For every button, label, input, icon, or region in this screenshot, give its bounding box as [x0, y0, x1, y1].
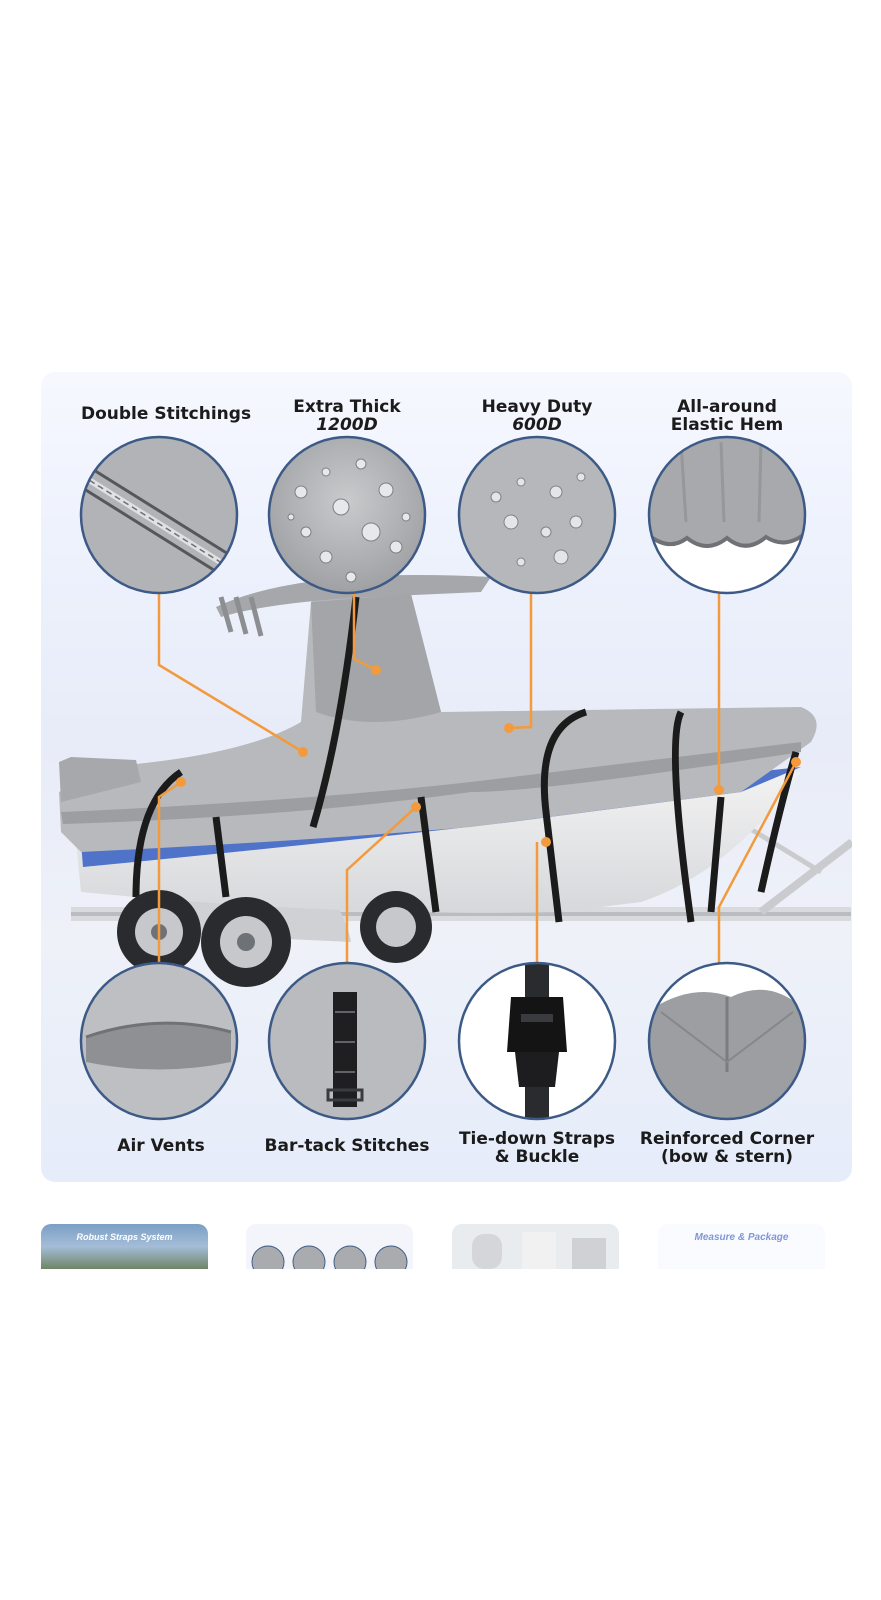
detail-air-vents	[79, 961, 239, 1121]
detail-600d-fabric	[457, 435, 617, 595]
thumbnail-1[interactable]: Robust Straps System	[41, 1224, 208, 1269]
label-double-stitchings: Double Stitchings	[81, 404, 252, 424]
label-bar-tack: Bar-tack Stitches	[264, 1136, 430, 1156]
boat-cover	[59, 575, 817, 852]
label-elastic-hem: All-around Elastic Hem	[670, 397, 784, 435]
label-tie-down-straps: Tie-down Straps & Buckle	[458, 1129, 616, 1167]
thumbnail-2-preview	[251, 1245, 408, 1269]
label-air-vents: Air Vents	[117, 1136, 205, 1156]
thumbnail-4[interactable]: Measure & Package	[658, 1224, 825, 1269]
detail-bar-tack	[267, 961, 427, 1121]
label-extra-thick: Extra Thick 1200D	[293, 397, 401, 435]
label-reinforced-corner: Reinforced Corner (bow & stern)	[639, 1129, 815, 1167]
thumbnail-3-preview	[472, 1232, 606, 1269]
detail-elastic-hem	[647, 435, 807, 595]
boat-cover-illustration	[59, 435, 852, 1121]
thumbnail-strip: Robust Straps System Measure & Package	[41, 1224, 852, 1269]
detail-buckle	[457, 961, 617, 1121]
thumbnail-3[interactable]	[452, 1224, 619, 1269]
product-image-card[interactable]: Double Stitchings Extra Thick 1200D Heav…	[41, 372, 852, 1182]
label-heavy-duty: Heavy Duty 600D	[481, 397, 593, 435]
detail-reinforced-corner	[647, 961, 807, 1121]
detail-1200d-fabric	[267, 435, 427, 595]
callout-lines	[157, 591, 798, 963]
thumbnail-2[interactable]	[246, 1224, 413, 1269]
detail-double-stitchings	[79, 435, 239, 595]
thumbnail-caption: Measure & Package	[694, 1232, 789, 1243]
callout-dots	[176, 665, 801, 847]
thumbnail-caption: Robust Straps System	[76, 1232, 173, 1242]
